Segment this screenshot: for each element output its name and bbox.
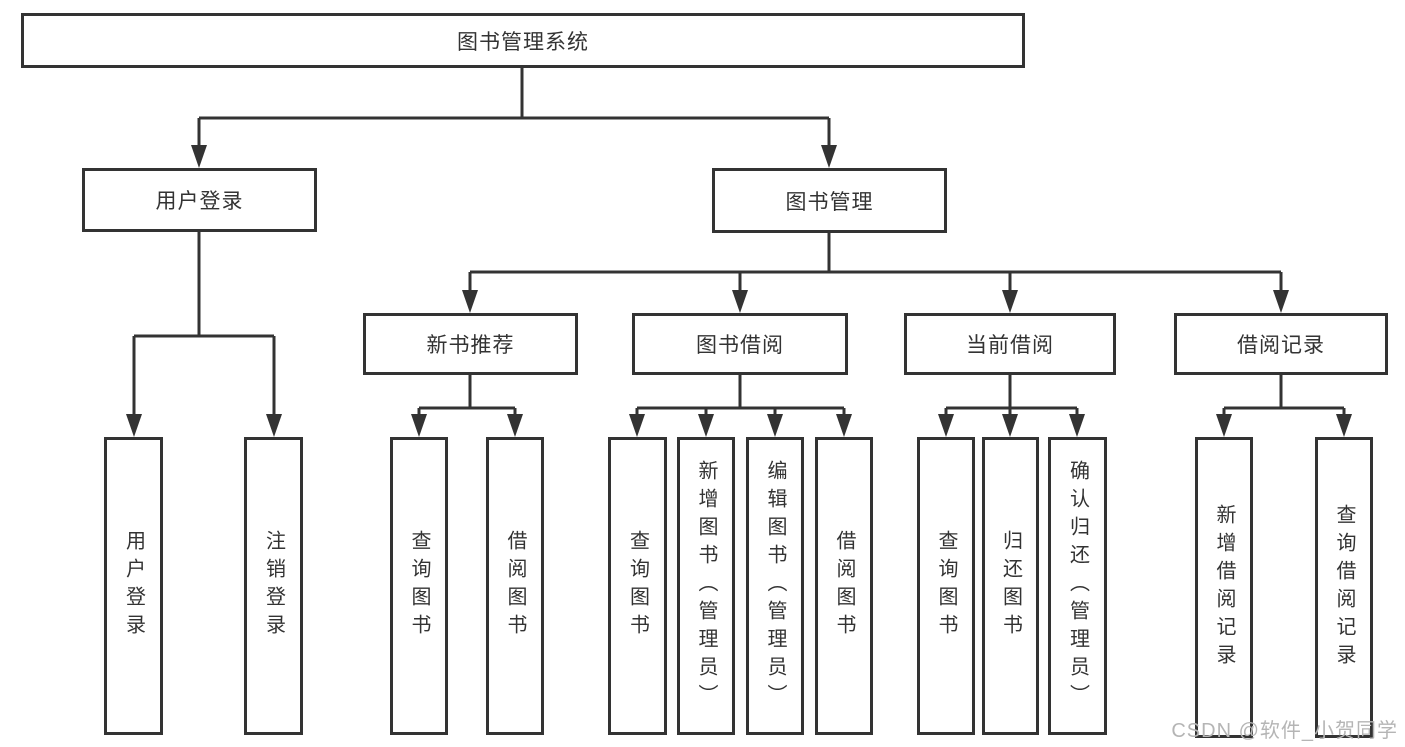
leaf-label: 查询图书 (935, 530, 957, 642)
node-book-borrowing: 图书借阅 (632, 313, 848, 375)
leaf-query-books-borrowing: 查询图书 (608, 437, 667, 735)
leaf-user-login: 用户登录 (104, 437, 163, 735)
node-current-borrowing: 当前借阅 (904, 313, 1116, 375)
arrowhead-icon (507, 414, 523, 437)
leaf-query-books-recommend: 查询图书 (390, 437, 448, 735)
arrowhead-icon (821, 145, 837, 168)
connector-book-management (468, 233, 1283, 295)
arrowhead-icon (1002, 414, 1018, 437)
arrowhead-icon (629, 414, 645, 437)
node-label: 借阅记录 (1237, 334, 1325, 357)
leaf-borrow-books-borrowing: 借阅图书 (815, 437, 873, 735)
node-label: 用户登录 (155, 190, 244, 213)
node-book-management: 图书管理 (712, 168, 947, 233)
leaf-label: 用户登录 (122, 530, 145, 642)
leaf-label: 查询图书 (626, 530, 649, 642)
connector-current-borrowing (944, 375, 1079, 419)
leaf-query-borrow-record: 查询借阅记录 (1315, 437, 1373, 738)
arrowhead-icon (266, 414, 282, 437)
node-label: 当前借阅 (966, 334, 1054, 357)
leaf-label: 借阅图书 (833, 530, 855, 642)
leaf-edit-book-admin: 编辑图书（管理员） (746, 437, 804, 735)
node-label: 图书借阅 (696, 334, 784, 357)
connector-root (197, 68, 831, 150)
node-label: 新书推荐 (426, 334, 515, 357)
arrowhead-icon (191, 145, 207, 168)
leaf-logout: 注销登录 (244, 437, 303, 735)
leaf-add-book-admin: 新增图书（管理员） (677, 437, 735, 735)
arrowhead-icon (767, 414, 783, 437)
node-user-login: 用户登录 (82, 168, 317, 232)
leaf-confirm-return-admin: 确认归还（管理员） (1048, 437, 1107, 735)
arrowhead-icon (411, 414, 427, 437)
connector-book-borrowing (635, 375, 846, 419)
leaf-label: 归还图书 (999, 530, 1022, 642)
connector-new-book (417, 375, 517, 419)
connector-user-login (132, 232, 276, 419)
node-new-book-recommendation: 新书推荐 (363, 313, 578, 375)
csdn-watermark: CSDN @软件_小贺同学 (1171, 720, 1398, 742)
leaf-label: 查询借阅记录 (1333, 503, 1355, 672)
node-root-label: 图书管理系统 (457, 30, 589, 54)
arrowhead-icon (1336, 414, 1352, 437)
leaf-borrow-books-recommend: 借阅图书 (486, 437, 544, 735)
connector-borrowing-records (1222, 375, 1346, 419)
arrowhead-icon (462, 290, 478, 313)
arrowhead-icon (126, 414, 142, 437)
leaf-return-book: 归还图书 (982, 437, 1039, 735)
node-root: 图书管理系统 (21, 13, 1025, 68)
arrowhead-icon (1069, 414, 1085, 437)
arrowhead-icon (836, 414, 852, 437)
leaf-label: 确认归还（管理员） (1066, 460, 1089, 712)
arrowhead-icon (938, 414, 954, 437)
arrowhead-icon (698, 414, 714, 437)
leaf-query-books-current: 查询图书 (917, 437, 975, 735)
leaf-label: 借阅图书 (504, 530, 526, 642)
leaf-label: 新增图书（管理员） (695, 460, 717, 712)
leaf-label: 查询图书 (408, 530, 430, 642)
arrowhead-icon (1002, 290, 1018, 313)
node-borrowing-records: 借阅记录 (1174, 313, 1388, 375)
node-label: 图书管理 (785, 190, 874, 214)
arrowhead-icon (1273, 290, 1289, 313)
leaf-label: 注销登录 (262, 530, 285, 642)
arrowhead-icon (1216, 414, 1232, 437)
leaf-label: 新增借阅记录 (1213, 503, 1235, 672)
arrowhead-icon (732, 290, 748, 313)
leaf-add-borrow-record: 新增借阅记录 (1195, 437, 1253, 738)
leaf-label: 编辑图书（管理员） (764, 460, 786, 712)
